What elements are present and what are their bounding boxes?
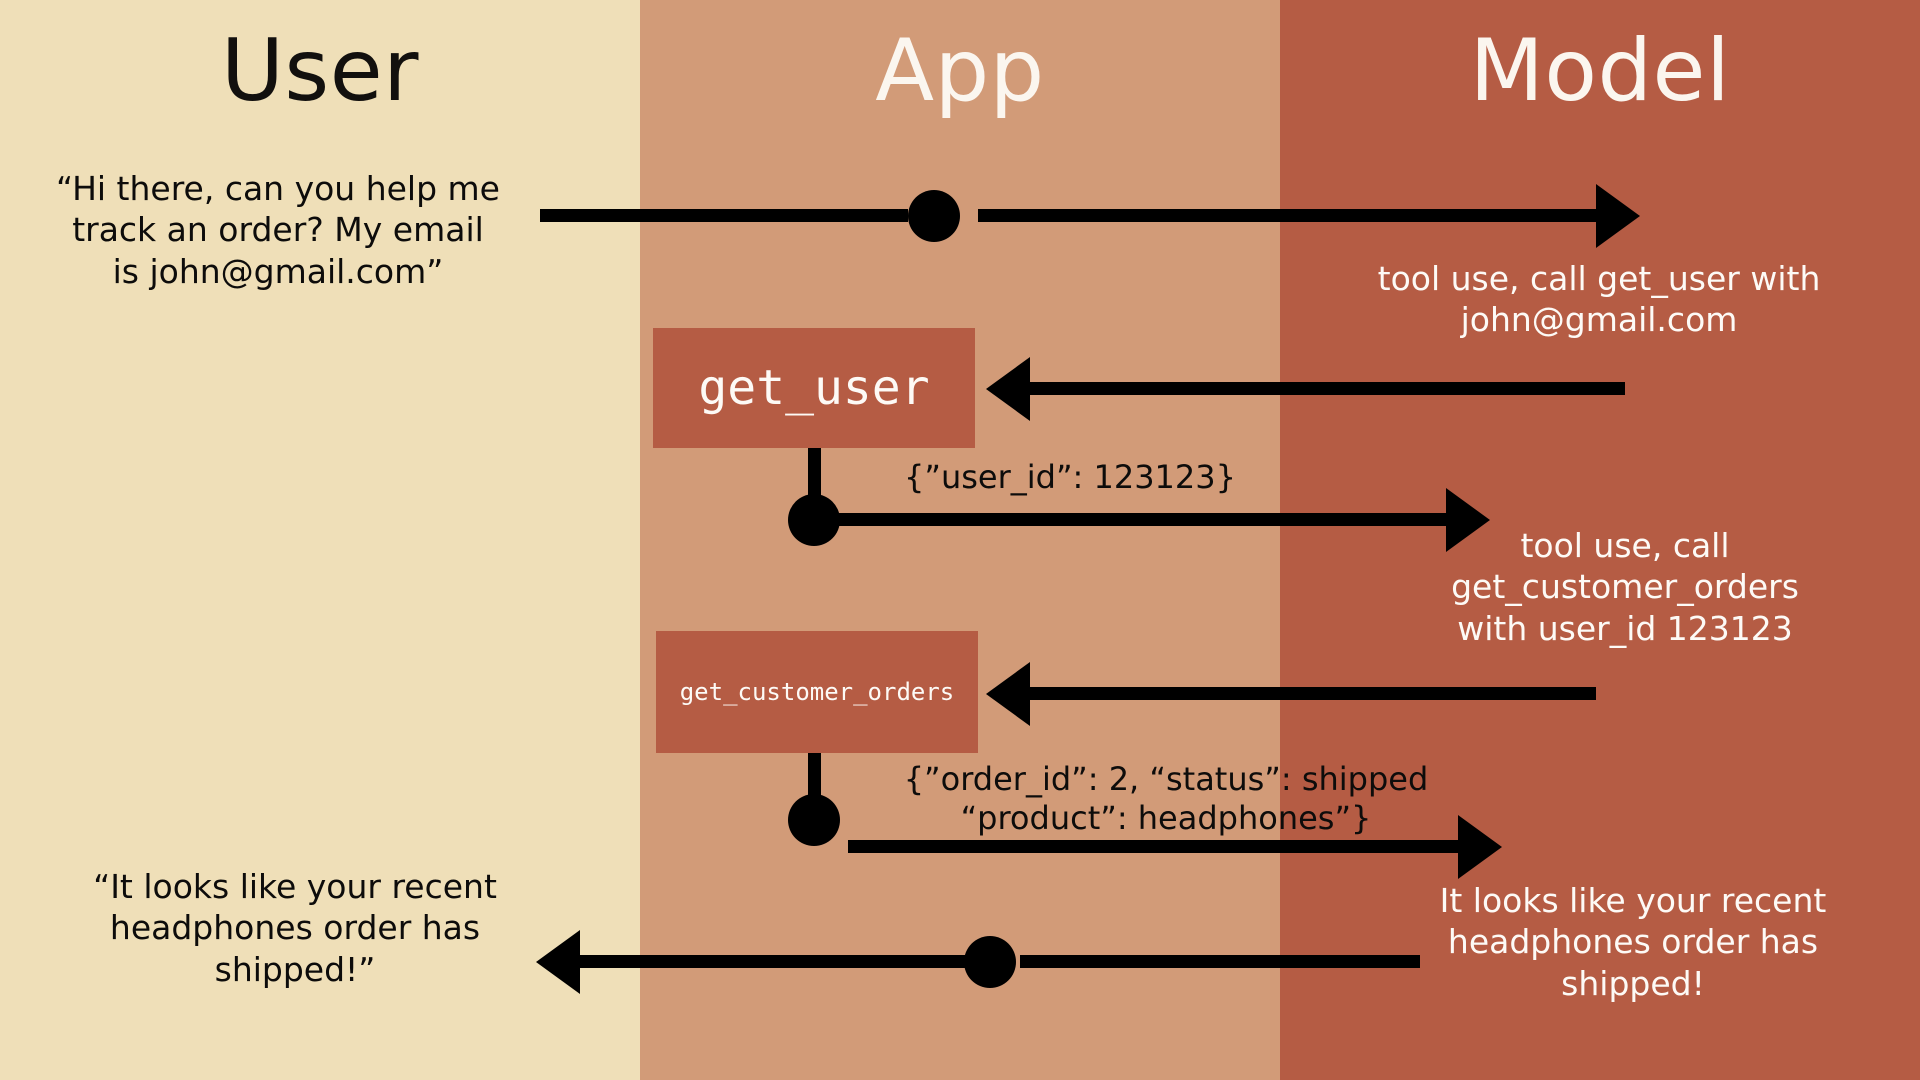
tool-box-get-customer-orders-label: get_customer_orders [679,678,955,706]
flow-line-app-to-model-1 [978,209,1608,222]
flow-line-model-to-app-2 [1030,687,1596,700]
payload-orders: {”order_id”: 2, “status”: shipped “produ… [903,760,1429,838]
tool-box-get-customer-orders[interactable]: get_customer_orders [656,631,978,753]
lane-user [0,0,640,1080]
lane-title-user: User [220,21,420,121]
arrow-head-right-3 [1458,815,1502,879]
flow-node-app-4 [964,936,1016,988]
message-user-request: “Hi there, can you help me track an orde… [55,169,500,291]
flow-node-app-1 [908,190,960,242]
lane-title-model: Model [1469,21,1731,121]
message-model-tool-call-1: tool use, call get_user with john@gmail.… [1377,259,1821,340]
lane-app [640,0,1280,1080]
message-model-tool-call-2: tool use, call get_customer_orders with … [1451,526,1799,648]
flow-node-app-2 [788,494,840,546]
arrow-head-left-2 [986,662,1030,726]
arrow-head-left-3 [536,930,580,994]
message-user-final: “It looks like your recent headphones or… [93,867,497,989]
message-model-final: It looks like your recent headphones ord… [1439,881,1827,1003]
arrow-head-right-2 [1446,488,1490,552]
flow-line-app-to-user [580,955,970,968]
payload-user-id: {”user_id”: 123123} [904,458,1236,496]
flow-line-app-to-model-2 [838,513,1458,526]
arrow-head-right-1 [1596,184,1640,248]
lane-title-app: App [875,21,1045,121]
flow-line-user-to-app [540,209,908,222]
arrow-head-left-1 [986,357,1030,421]
lane-model [1280,0,1920,1080]
tool-box-get-user-label: get_user [698,360,930,416]
flow-line-app-to-model-3 [848,840,1470,853]
tool-box-get-user[interactable]: get_user [653,328,975,448]
flow-line-model-to-app-3 [1020,955,1420,968]
flow-node-app-3 [788,794,840,846]
flow-line-model-to-app-1 [1030,382,1625,395]
